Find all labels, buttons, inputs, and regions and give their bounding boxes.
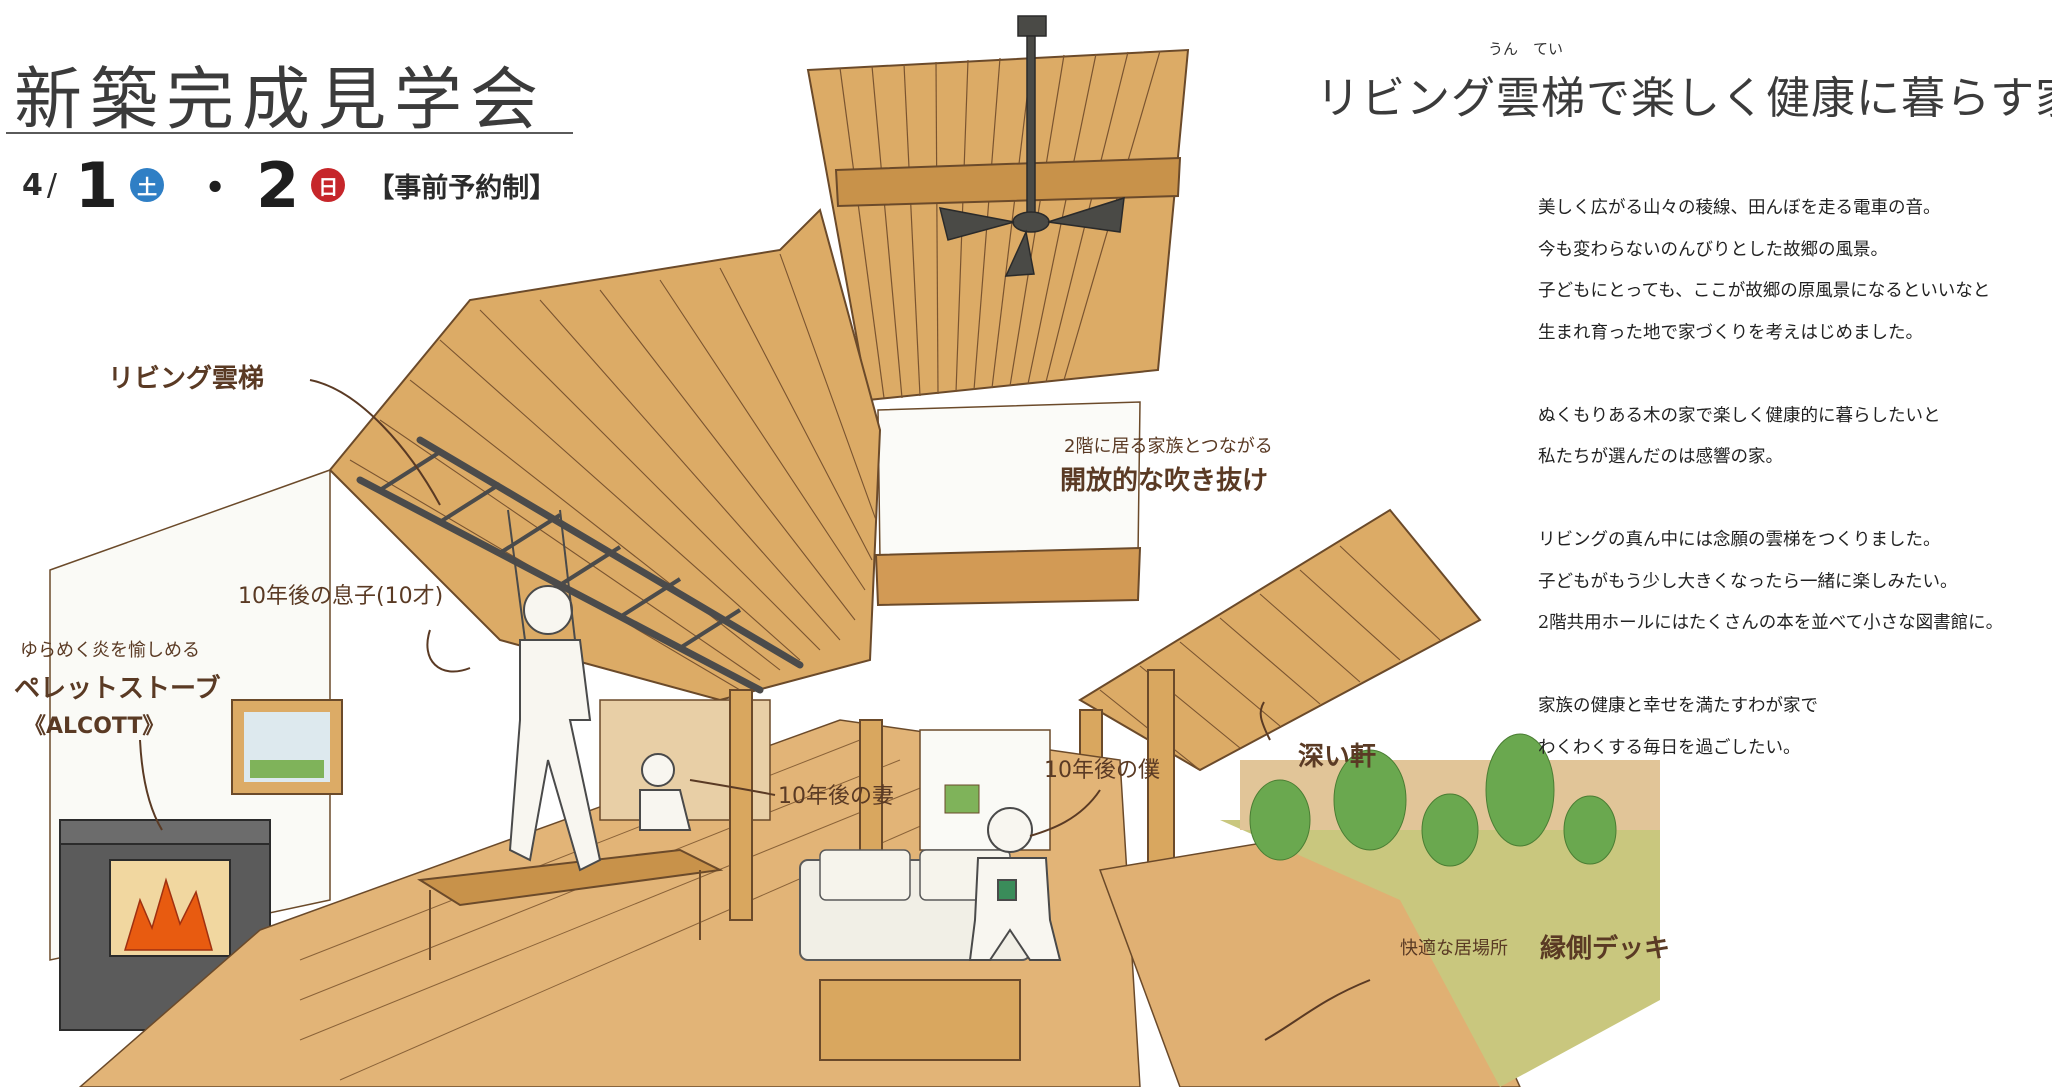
label-me: 10年後の僕 [1044,758,1160,783]
son-figure [507,509,602,872]
body-copy: 美しく広がる山々の稜線、田んぼを走る電車の音。 今も変わらないのんびりとした故郷… [1538,188,2046,769]
copy-line: わくわくする毎日を過ごしたい。 [1538,737,1801,758]
copy-line: 私たちが選んだのは感響の家。 [1538,447,1783,467]
label-stove-caption: ゆらめく炎を愉しめる [20,640,200,661]
label-stove-name: ペレットストーブ [14,674,221,704]
copy-line: 2階共用ホールにはたくさんの本を並べて小さな図書館に。 [1538,613,2004,633]
copy-line: 家族の健康と幸せを満たすわが家で [1538,696,1818,716]
label-deck-caption: 快適な居場所 [1400,938,1508,959]
garden [1220,733,1660,1087]
copy-line: リビングの真ん中には念願の雲梯をつくりました。 [1538,530,1941,550]
leader-lines [139,379,1371,1041]
copy-line: 子どもにとっても、ここが故郷の原風景になるといいなと [1538,281,1991,301]
day-two: 2 [256,148,300,222]
label-wife: 10年後の妻 [778,784,894,809]
label-atrium-caption: 2階に居る家族とつながる [1064,436,1273,457]
label-son: 10年後の息子(10才) [238,584,444,609]
living-ceiling [328,208,882,702]
page-title: 新築完成見学会 [14,61,547,140]
copy-line: 子どもがもう少し大きくなったら一緒に楽しみたい。 [1538,571,1958,592]
copy-line: 今も変わらないのんびりとした故郷の風景。 [1538,239,1888,260]
ceiling-fan [938,15,1125,277]
me-figure [968,807,1062,961]
label-eaves: 深い軒 [1298,742,1377,772]
label-living-monkey-bars: リビング雲梯 [108,364,265,394]
headline-ruby: うん てい [1488,40,1564,58]
copy-line: 生まれ育った地で家づくりを考えはじめました。 [1538,322,1923,343]
wife-figure [639,753,692,831]
title-divider [6,132,573,134]
headline: リビング雲梯で楽しく健康に暮らす家 [1316,73,2052,124]
label-atrium-name: 開放的な吹き抜け [1060,466,1269,496]
sunday-badge: 日 [311,168,346,202]
label-stove-brand: 《ALCOTT》 [24,714,165,739]
copy-line: 美しく広がる山々の稜線、田んぼを走る電車の音。 [1538,198,1941,218]
date-slash: / [46,167,57,203]
day-one: 1 [74,148,119,222]
copy-line: ぬくもりある木の家で楽しく健康的に暮らしたいと [1538,405,1941,426]
label-deck-name: 縁側デッキ [1540,934,1671,964]
month: 4 [22,167,43,203]
rug [819,979,1021,1061]
event-dates: 4 / 1 土 ・ 2 日 【事前予約制】 [22,148,557,222]
saturday-badge: 土 [130,168,165,202]
reservation-note: 【事前予約制】 [367,172,557,204]
date-separator: ・ [192,161,239,215]
